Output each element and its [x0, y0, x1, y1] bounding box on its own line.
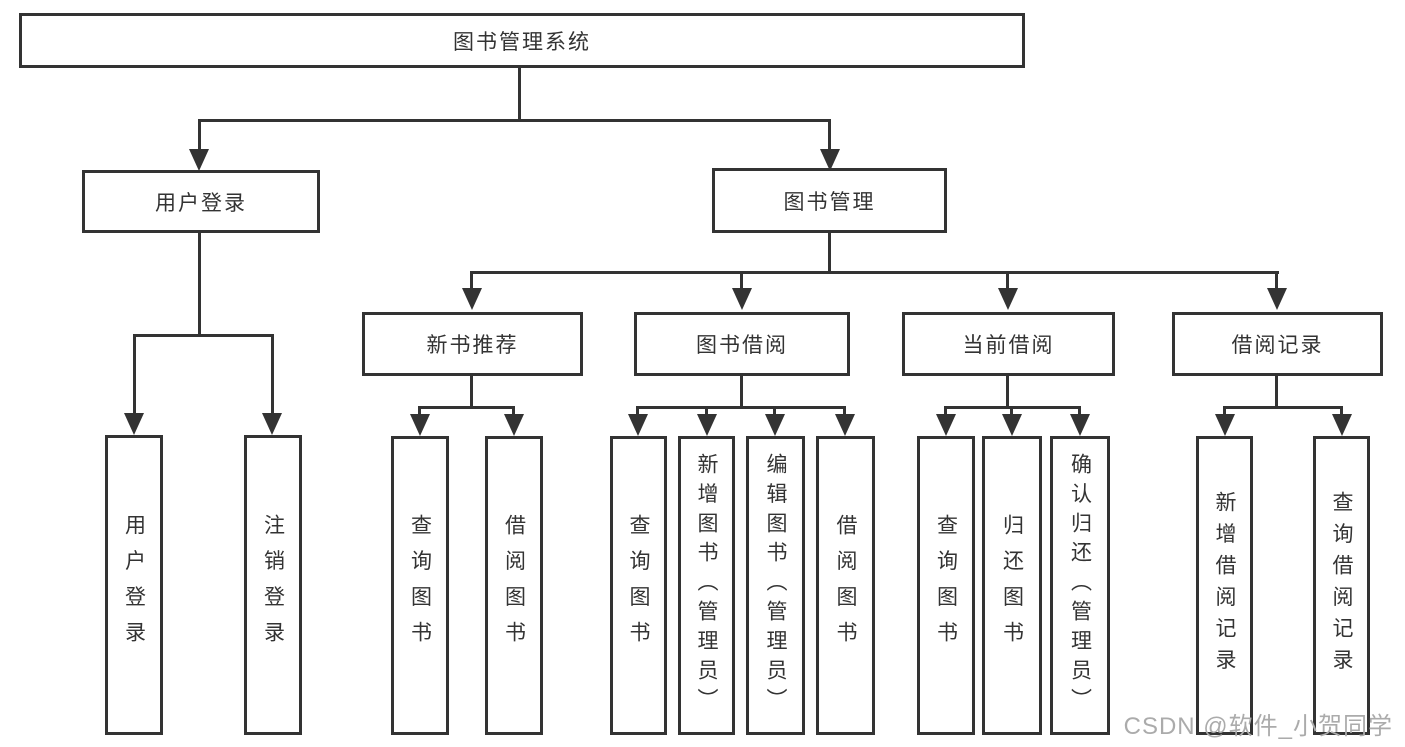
- arrow-down-icon: [628, 414, 648, 436]
- node-new-book-recommend: 新书推荐: [362, 312, 583, 376]
- connector-group-bar: [1223, 406, 1342, 409]
- leaf-add-borrow-record: 新增借阅记录: [1196, 436, 1253, 735]
- arrow-down-icon: [1215, 414, 1235, 436]
- connector-user-branch-bar: [133, 334, 274, 337]
- connector-leaf-stem: [1078, 406, 1081, 416]
- node-user-login: 用户登录: [82, 170, 320, 233]
- connector-leaf-stem: [133, 334, 136, 414]
- arrow-down-icon: [410, 414, 430, 436]
- arrow-down-icon: [124, 413, 144, 435]
- arrow-down-icon: [820, 149, 840, 171]
- connector-group-stem: [470, 376, 473, 408]
- leaf-query-book-label: 查询图书: [934, 514, 958, 657]
- node-root: 图书管理系统: [19, 13, 1025, 68]
- leaf-add-book-admin: 新增图书（管理员）: [678, 436, 735, 735]
- leaf-confirm-return-admin: 确认归还（管理员）: [1050, 436, 1110, 735]
- node-book-borrow-label: 图书借阅: [696, 334, 788, 357]
- connector-leaf-stem: [1340, 406, 1343, 416]
- arrow-down-icon: [732, 288, 752, 310]
- connector-leaf-stem: [705, 406, 708, 416]
- connector-group-stem: [1006, 376, 1009, 408]
- leaf-query-book-label: 查询图书: [627, 514, 650, 657]
- connector-group-stem: [740, 376, 743, 408]
- node-new-book-recommend-label: 新书推荐: [426, 334, 519, 357]
- connector-group-bar: [419, 406, 515, 409]
- connector-leaf-stem: [773, 406, 776, 416]
- leaf-query-book-label: 查询图书: [408, 514, 432, 657]
- leaf-borrow-book: 借阅图书: [485, 436, 543, 735]
- leaf-query-book: 查询图书: [917, 436, 975, 735]
- arrow-down-icon: [504, 414, 524, 436]
- arrow-down-icon: [1267, 288, 1287, 310]
- arrow-down-icon: [936, 414, 956, 436]
- leaf-confirm-return-admin-label: 确认归还（管理员）: [1068, 453, 1092, 718]
- leaf-query-borrow-record-label: 查询借阅记录: [1330, 491, 1353, 680]
- connector-book-branch-stem: [828, 233, 831, 272]
- leaf-logout: 注销登录: [244, 435, 302, 735]
- arrow-down-icon: [835, 414, 855, 436]
- node-root-label: 图书管理系统: [453, 30, 591, 54]
- node-user-login-label: 用户登录: [155, 191, 247, 215]
- connector-leaf-stem: [1010, 406, 1013, 416]
- leaf-query-book: 查询图书: [610, 436, 667, 735]
- connector-section-stem: [740, 271, 743, 289]
- arrow-down-icon: [1332, 414, 1352, 436]
- connector-book-stem: [828, 119, 831, 152]
- connector-group-bar: [636, 406, 846, 409]
- leaf-return-book-label: 归还图书: [1000, 514, 1024, 657]
- arrow-down-icon: [262, 413, 282, 435]
- leaf-edit-book-admin: 编辑图书（管理员）: [746, 436, 805, 735]
- node-book-management: 图书管理: [712, 168, 947, 233]
- node-book-management-label: 图书管理: [783, 190, 876, 214]
- csdn-watermark: CSDN @软件_小贺同学: [1123, 713, 1393, 740]
- connector-root-stem: [518, 68, 521, 120]
- node-current-borrow-label: 当前借阅: [962, 334, 1055, 357]
- arrow-down-icon: [189, 149, 209, 171]
- connector-leaf-stem: [944, 406, 947, 416]
- leaf-borrow-book-label: 借阅图书: [502, 514, 526, 657]
- leaf-query-book: 查询图书: [391, 436, 449, 735]
- connector-user-branch-stem: [198, 233, 201, 335]
- arrow-down-icon: [1070, 414, 1090, 436]
- node-borrow-records-label: 借阅记录: [1231, 334, 1324, 357]
- connector-section-stem: [470, 271, 473, 289]
- connector-leaf-stem: [636, 406, 639, 416]
- arrow-down-icon: [462, 288, 482, 310]
- connector-user-stem: [198, 119, 201, 152]
- connector-leaf-stem: [843, 406, 846, 416]
- node-book-borrow: 图书借阅: [634, 312, 850, 376]
- arrow-down-icon: [765, 414, 785, 436]
- connector-leaf-stem: [1223, 406, 1226, 416]
- arrow-down-icon: [697, 414, 717, 436]
- arrow-down-icon: [998, 288, 1018, 310]
- arrow-down-icon: [1002, 414, 1022, 436]
- leaf-user-login-label: 用户登录: [122, 513, 146, 657]
- leaf-add-book-admin-label: 新增图书（管理员）: [695, 453, 718, 718]
- connector-section-stem: [1006, 271, 1009, 289]
- leaf-borrow-book-label: 借阅图书: [834, 514, 857, 657]
- connector-leaf-stem: [271, 334, 274, 414]
- leaf-user-login: 用户登录: [105, 435, 163, 735]
- connector-root-bar: [198, 119, 831, 122]
- leaf-logout-label: 注销登录: [261, 513, 285, 657]
- leaf-edit-book-admin-label: 编辑图书（管理员）: [764, 453, 787, 718]
- connector-section-stem: [1275, 271, 1278, 289]
- leaf-query-borrow-record: 查询借阅记录: [1313, 436, 1370, 735]
- connector-group-stem: [1275, 376, 1278, 408]
- node-current-borrow: 当前借阅: [902, 312, 1115, 376]
- node-borrow-records: 借阅记录: [1172, 312, 1383, 376]
- connector-leaf-stem: [418, 406, 421, 416]
- connector-book-branch-bar: [471, 271, 1279, 274]
- leaf-borrow-book: 借阅图书: [816, 436, 875, 735]
- leaf-return-book: 归还图书: [982, 436, 1042, 735]
- connector-leaf-stem: [512, 406, 515, 416]
- leaf-add-borrow-record-label: 新增借阅记录: [1213, 491, 1236, 680]
